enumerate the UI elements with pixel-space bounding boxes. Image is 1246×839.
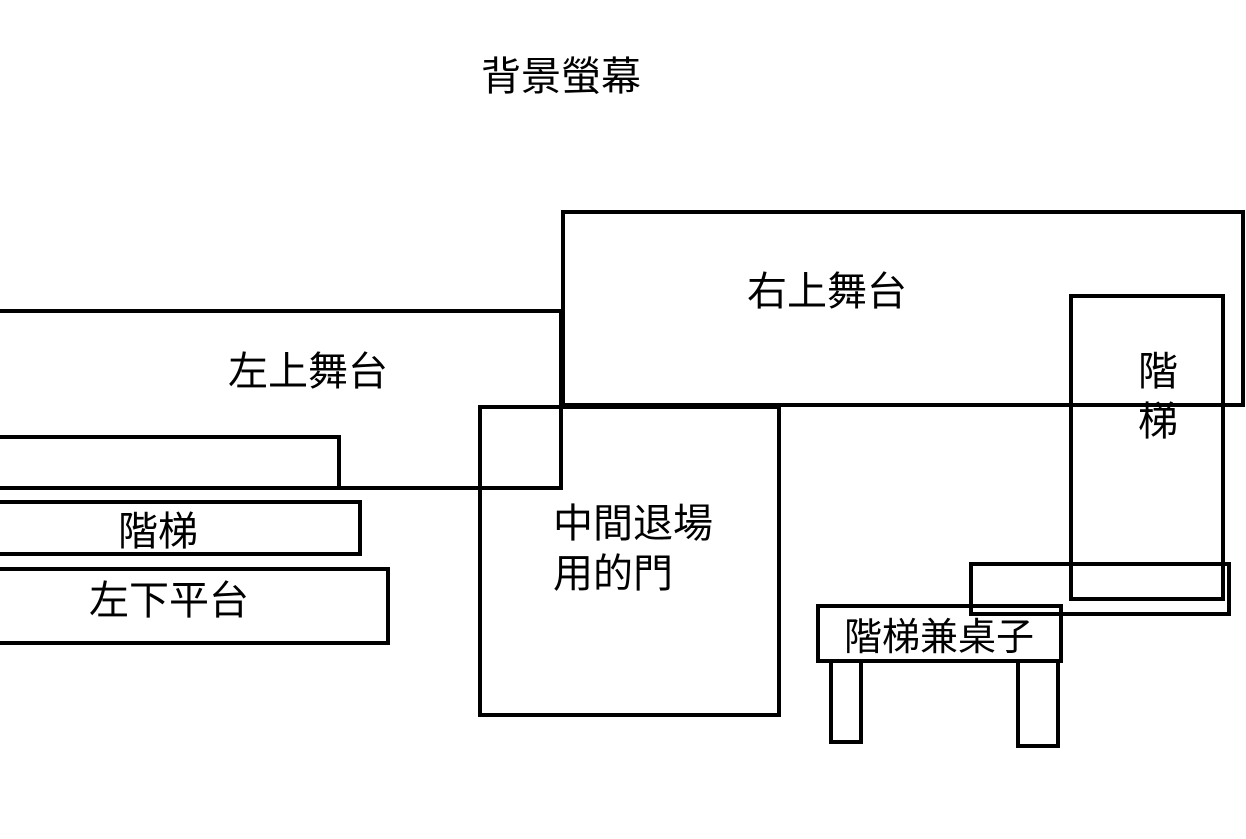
label-right-upper-stage: 右上舞台 <box>747 269 907 315</box>
title-background-screen: 背景螢幕 <box>481 54 641 100</box>
stairs-table-right-leg <box>1016 659 1060 748</box>
label-middle-exit-door-line2: 用的門 <box>553 551 673 597</box>
label-left-upper-stage: 左上舞台 <box>228 349 388 395</box>
label-stairs-right-line1: 階 <box>1138 349 1178 395</box>
stairs-right-base-box <box>969 562 1231 616</box>
stairs-table-left-leg <box>829 659 863 744</box>
stairs-table-top-box <box>816 604 1063 663</box>
left-upper-stage-outline <box>0 309 563 490</box>
left-lower-platform-box <box>0 567 390 645</box>
stairs-left-box <box>0 500 362 556</box>
left-upper-step-box <box>0 435 341 488</box>
label-stairs-table: 階梯兼桌子 <box>844 615 1034 659</box>
label-stairs-right-line2: 梯 <box>1138 399 1178 445</box>
middle-exit-door-box <box>478 405 781 717</box>
label-left-lower-platform: 左下平台 <box>89 578 249 624</box>
label-stairs-left: 階梯 <box>118 509 198 555</box>
label-middle-exit-door-line1: 中間退場 <box>553 501 713 547</box>
right-upper-stage-box <box>561 210 1245 407</box>
stairs-right-box <box>1069 294 1225 601</box>
